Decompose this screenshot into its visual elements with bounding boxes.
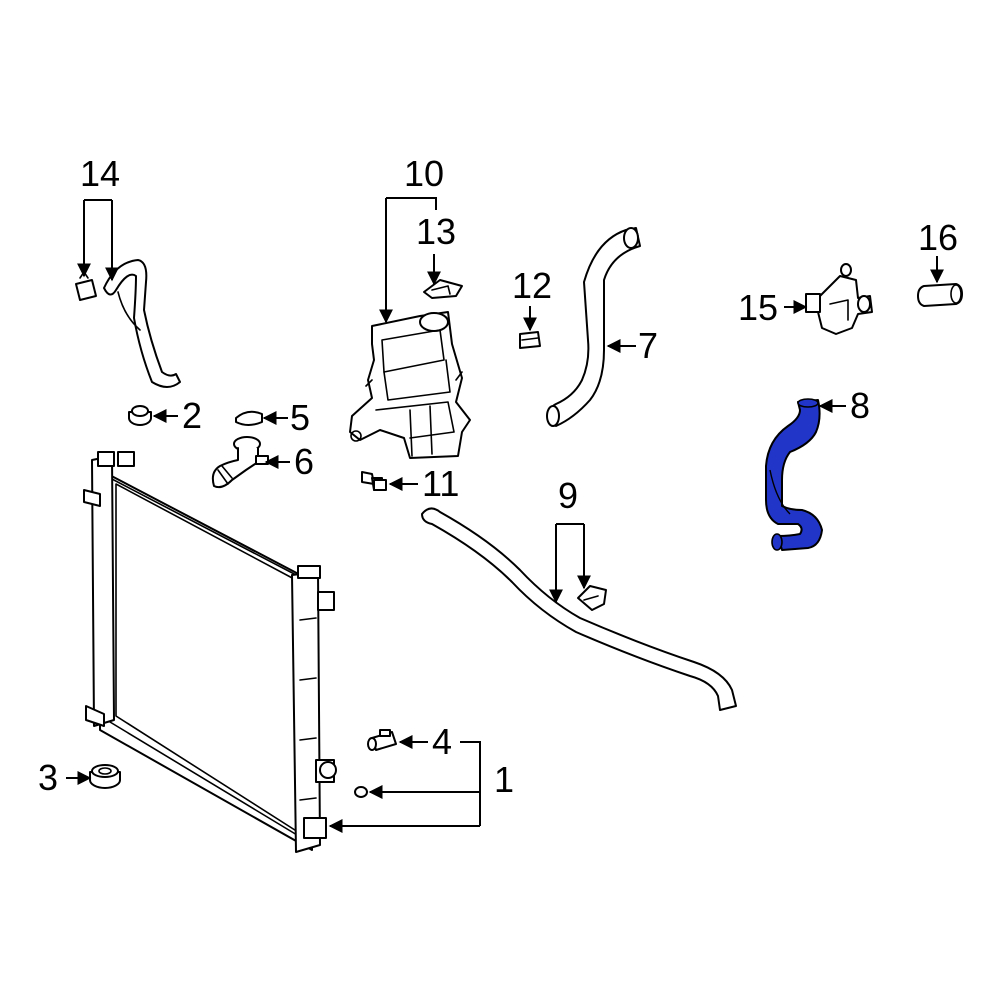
part-14-clip[interactable] <box>75 271 97 301</box>
callout-8: 8 <box>850 385 870 426</box>
callout-12: 12 <box>512 265 552 306</box>
leader-lines <box>66 197 944 833</box>
part-7-hose[interactable] <box>546 227 641 427</box>
part-4-drain-plug[interactable] <box>367 729 397 751</box>
part-10-reservoir[interactable] <box>349 311 471 459</box>
part-12-clip[interactable] <box>519 331 541 349</box>
part-13-bracket[interactable] <box>423 279 463 299</box>
callout-4: 4 <box>432 721 452 762</box>
part-16-hose-piece[interactable] <box>917 283 963 307</box>
callout-2: 2 <box>182 395 202 436</box>
part-6-filler-neck[interactable] <box>211 436 269 489</box>
callout-labels: 14 10 13 12 7 15 16 8 2 5 6 11 9 3 4 1 <box>38 153 958 800</box>
part-11-bolt[interactable] <box>361 471 387 491</box>
callout-7: 7 <box>638 325 658 366</box>
callout-1: 1 <box>494 759 514 800</box>
part-8-lower-hose[interactable] <box>765 398 823 551</box>
part-3-cushion[interactable] <box>89 764 121 789</box>
callout-5: 5 <box>290 397 310 438</box>
part-9-clip[interactable] <box>577 585 607 611</box>
part-9-hose[interactable] <box>421 507 737 711</box>
callout-13: 13 <box>416 211 456 252</box>
callout-11: 11 <box>422 463 459 504</box>
radiator[interactable] <box>83 451 337 853</box>
callout-10: 10 <box>404 153 444 194</box>
callout-16: 16 <box>918 217 958 258</box>
part-15-outlet[interactable] <box>805 263 873 335</box>
o-ring[interactable] <box>354 786 368 798</box>
part-14-hose[interactable] <box>103 259 181 388</box>
callout-3: 3 <box>38 757 58 798</box>
callout-6: 6 <box>294 441 314 482</box>
callout-15: 15 <box>738 287 778 328</box>
callout-14: 14 <box>80 153 120 194</box>
callout-9: 9 <box>558 475 578 516</box>
part-2-cap[interactable] <box>128 405 152 426</box>
part-5-gasket[interactable] <box>235 410 263 426</box>
